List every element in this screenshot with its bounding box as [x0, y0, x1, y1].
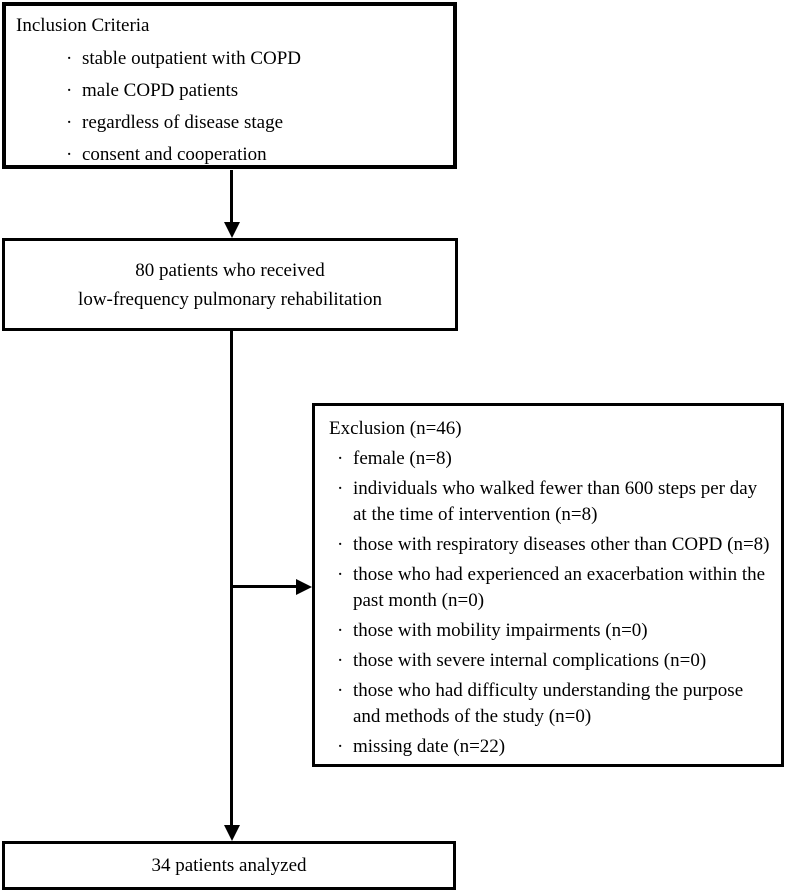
cohort-line1: 80 patients who received: [135, 259, 325, 281]
list-item: · those who had difficulty understanding…: [335, 678, 775, 730]
list-item: · those with mobility impairments (n=0): [335, 618, 775, 644]
exclusion-item-text: female (n=8): [353, 448, 452, 469]
bullet-icon: ·: [337, 736, 344, 757]
analyzed-box: 34 patients analyzed: [2, 841, 456, 890]
exclusion-item-text: those who had experienced an exacerbatio…: [353, 564, 766, 611]
arrow-right-icon: [296, 579, 312, 595]
bullet-icon: ·: [337, 620, 344, 641]
analyzed-label: 34 patients analyzed: [151, 854, 307, 876]
bullet-icon: ·: [66, 48, 73, 69]
inclusion-criteria-box: Inclusion Criteria · stable outpatient w…: [2, 2, 457, 169]
arrow-down-icon: [224, 222, 240, 238]
exclusion-item-text: those with severe internal complications…: [353, 650, 707, 671]
list-item: · those with respiratory diseases other …: [335, 532, 775, 558]
exclusion-item-text: those who had difficulty understanding t…: [353, 680, 744, 727]
list-item: · consent and cooperation: [64, 142, 443, 168]
list-item: · those with severe internal complicatio…: [335, 648, 775, 674]
bullet-icon: ·: [66, 144, 73, 165]
inclusion-item-text: regardless of disease stage: [82, 112, 284, 133]
inclusion-item-text: male COPD patients: [82, 80, 239, 101]
bullet-icon: ·: [66, 112, 73, 133]
list-item: · regardless of disease stage: [64, 110, 443, 136]
bullet-icon: ·: [337, 448, 344, 469]
cohort-line2: low-frequency pulmonary rehabilitation: [78, 288, 382, 310]
list-item: · female (n=8): [335, 446, 775, 472]
exclusion-item-text: those with mobility impairments (n=0): [353, 620, 648, 641]
cohort-box: 80 patients who received low-frequency p…: [2, 238, 458, 331]
inclusion-item-text: stable outpatient with COPD: [82, 48, 302, 69]
list-item: · individuals who walked fewer than 600 …: [335, 476, 775, 528]
list-item: · stable outpatient with COPD: [64, 46, 443, 72]
inclusion-criteria-title: Inclusion Criteria: [16, 15, 150, 36]
bullet-icon: ·: [337, 534, 344, 555]
connector-line: [230, 330, 233, 825]
inclusion-criteria-list: · stable outpatient with COPD · male COP…: [64, 46, 443, 168]
exclusion-title: Exclusion (n=46): [329, 418, 462, 439]
bullet-icon: ·: [337, 680, 344, 701]
exclusion-item-text: individuals who walked fewer than 600 st…: [353, 478, 758, 525]
exclusion-list: · female (n=8) · individuals who walked …: [335, 446, 775, 760]
bullet-icon: ·: [66, 80, 73, 101]
bullet-icon: ·: [337, 478, 344, 499]
bullet-icon: ·: [337, 650, 344, 671]
exclusion-box: Exclusion (n=46) · female (n=8) · indivi…: [312, 403, 784, 767]
exclusion-item-text: those with respiratory diseases other th…: [353, 534, 770, 555]
connector-line: [230, 170, 233, 224]
list-item: · those who had experienced an exacerbat…: [335, 562, 775, 614]
exclusion-item-text: missing date (n=22): [353, 736, 506, 757]
arrow-down-icon: [224, 825, 240, 841]
inclusion-item-text: consent and cooperation: [82, 144, 267, 165]
list-item: · missing date (n=22): [335, 734, 775, 760]
bullet-icon: ·: [337, 564, 344, 585]
list-item: · male COPD patients: [64, 78, 443, 104]
connector-line: [230, 585, 297, 588]
